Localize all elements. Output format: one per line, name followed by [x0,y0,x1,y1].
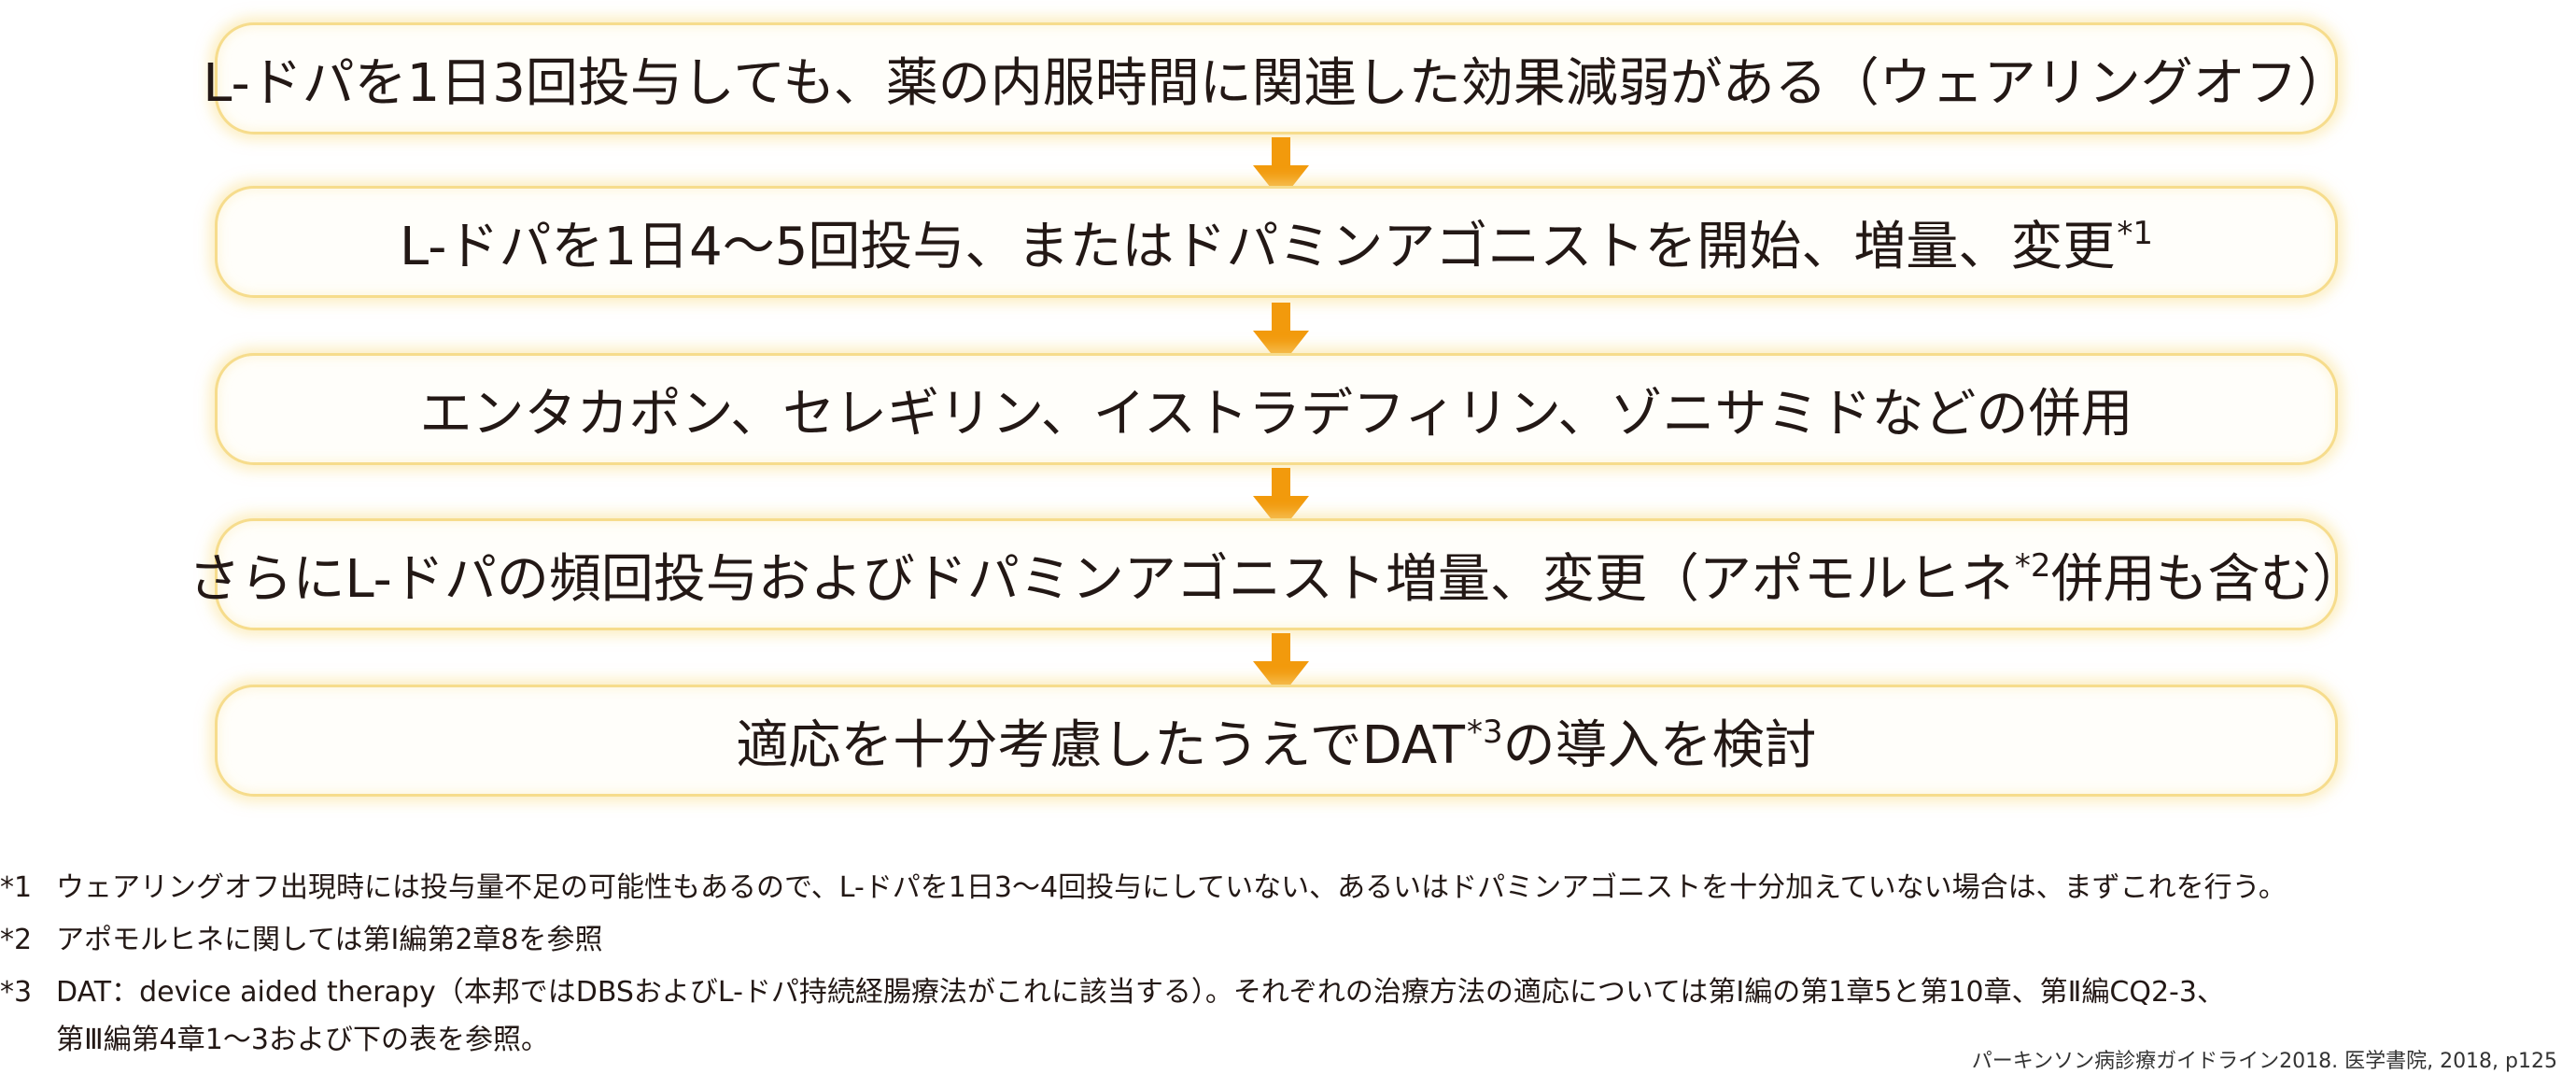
footnote-mark: *3 [0,976,33,1009]
footnote-mark: *1 [0,871,33,904]
footnote-mark: *2 [0,924,33,956]
source-citation: パーキンソン病診療ガイドライン2018. 医学書院, 2018, p125 [1971,1050,2557,1073]
footnote-1: *1 ウェアリングオフ出現時には投与量不足の可能性もあるので、L-ドパを1日3～4… [0,864,2287,905]
arrow-down-icon [1253,633,1309,697]
flow-step-3-text: エンタカポン、セレギリン、イストラデフィリン、ゾニサミドなどの併用 [419,383,2133,445]
flow-step-1-text: L-ドパを1日3回投与しても、薬の内服時間に関連した効果減弱がある（ウェアリング… [203,52,2350,114]
footnote-3: *3 DAT：device aided therapy（本邦ではDBSおよびL-ド… [0,968,2225,1010]
footnote-ref-1: *1 [2117,214,2153,252]
footnote-ref-3: *3 [1466,713,1503,751]
flow-step-2: L-ドパを1日4～5回投与、またはドパミンアゴニストを開始、増量、変更*1 [215,186,2338,298]
flow-step-4-text: さらにL-ドパの頻回投与およびドパミンアゴニスト増量、変更（アポモルヒネ*2併用… [188,546,2365,610]
arrow-down-icon [1253,468,1309,531]
footnote-3-continued: 第Ⅲ編第4章1～3および下の表を参照。 [0,1016,549,1057]
flow-step-3: エンタカポン、セレギリン、イストラデフィリン、ゾニサミドなどの併用 [215,353,2338,465]
footnote-text: アポモルヒネに関しては第Ⅰ編第2章8を参照 [56,924,603,956]
flow-step-4: さらにL-ドパの頻回投与およびドパミンアゴニスト増量、変更（アポモルヒネ*2併用… [188,518,2365,630]
flow-step-5-text: 適応を十分考慮したうえでDAT*3の導入を検討 [736,713,1817,776]
flow-step-1: L-ドパを1日3回投与しても、薬の内服時間に関連した効果減弱がある（ウェアリング… [203,22,2350,134]
footnote-2: *2 アポモルヒネに関しては第Ⅰ編第2章8を参照 [0,916,603,957]
footnote-text: 第Ⅲ編第4章1～3および下の表を参照。 [56,1024,549,1056]
flow-step-5: 適応を十分考慮したうえでDAT*3の導入を検討 [215,685,2338,797]
footnote-ref-2: *2 [2014,546,2051,585]
footnote-text: DAT：device aided therapy（本邦ではDBSおよびL-ドパ持… [56,976,2225,1009]
flow-step-2-text: L-ドパを1日4～5回投与、またはドパミンアゴニストを開始、増量、変更*1 [400,214,2153,277]
arrow-down-icon [1253,303,1309,366]
footnote-text: ウェアリングオフ出現時には投与量不足の可能性もあるので、L-ドパを1日3～4回投… [56,871,2287,904]
arrow-down-icon [1253,137,1309,201]
